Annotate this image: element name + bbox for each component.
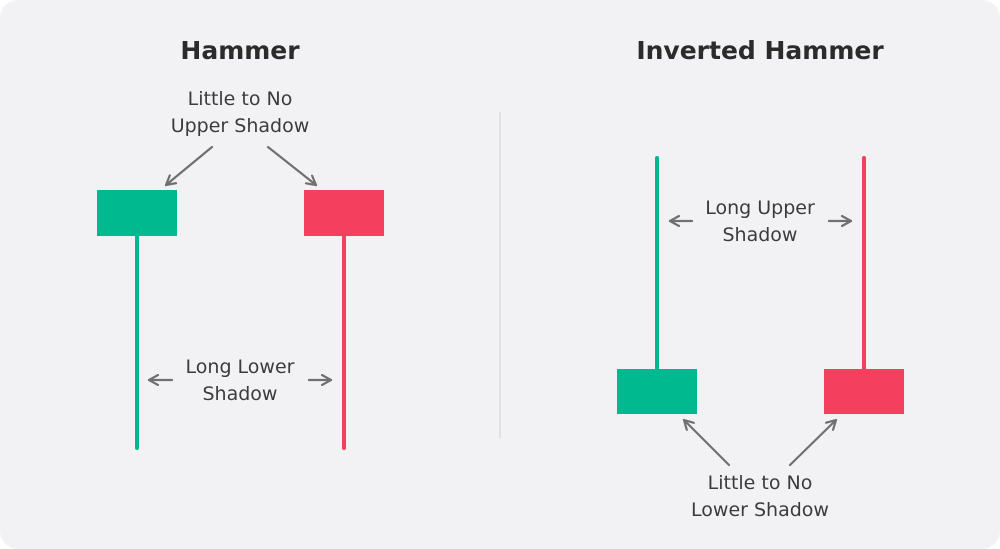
candle-body <box>304 190 384 236</box>
label-line: Shadow <box>722 224 798 246</box>
hammer-title: Hammer <box>180 36 300 65</box>
lower-shadow-label: Little to No Lower Shadow <box>660 470 860 524</box>
arrow-icon <box>682 418 731 467</box>
candle-body <box>617 369 697 414</box>
label-line: Long Upper <box>705 197 815 219</box>
upper-shadow-label: Long Upper Shadow <box>685 195 835 249</box>
label-line: Upper Shadow <box>170 115 310 137</box>
arrow-icon <box>788 418 838 467</box>
arrow-icon <box>266 145 318 187</box>
label-line: Little to No <box>707 472 813 494</box>
candle-body <box>824 369 904 414</box>
label-line: Little to No <box>187 88 293 110</box>
arrow-icon <box>164 145 214 187</box>
inverted-hammer-title: Inverted Hammer <box>636 36 884 65</box>
lower-shadow-label: Long Lower Shadow <box>165 354 315 408</box>
inverted-hammer-bullish-candle <box>617 156 697 414</box>
label-line: Lower Shadow <box>691 499 829 521</box>
upper-shadow-label: Little to No Upper Shadow <box>140 86 340 140</box>
candle-body <box>97 190 177 236</box>
label-line: Long Lower <box>185 356 295 378</box>
hammer-bullish-candle <box>97 190 177 450</box>
hammer-bearish-candle <box>304 190 384 450</box>
inverted-hammer-bearish-candle <box>824 156 904 414</box>
label-line: Shadow <box>202 383 278 405</box>
